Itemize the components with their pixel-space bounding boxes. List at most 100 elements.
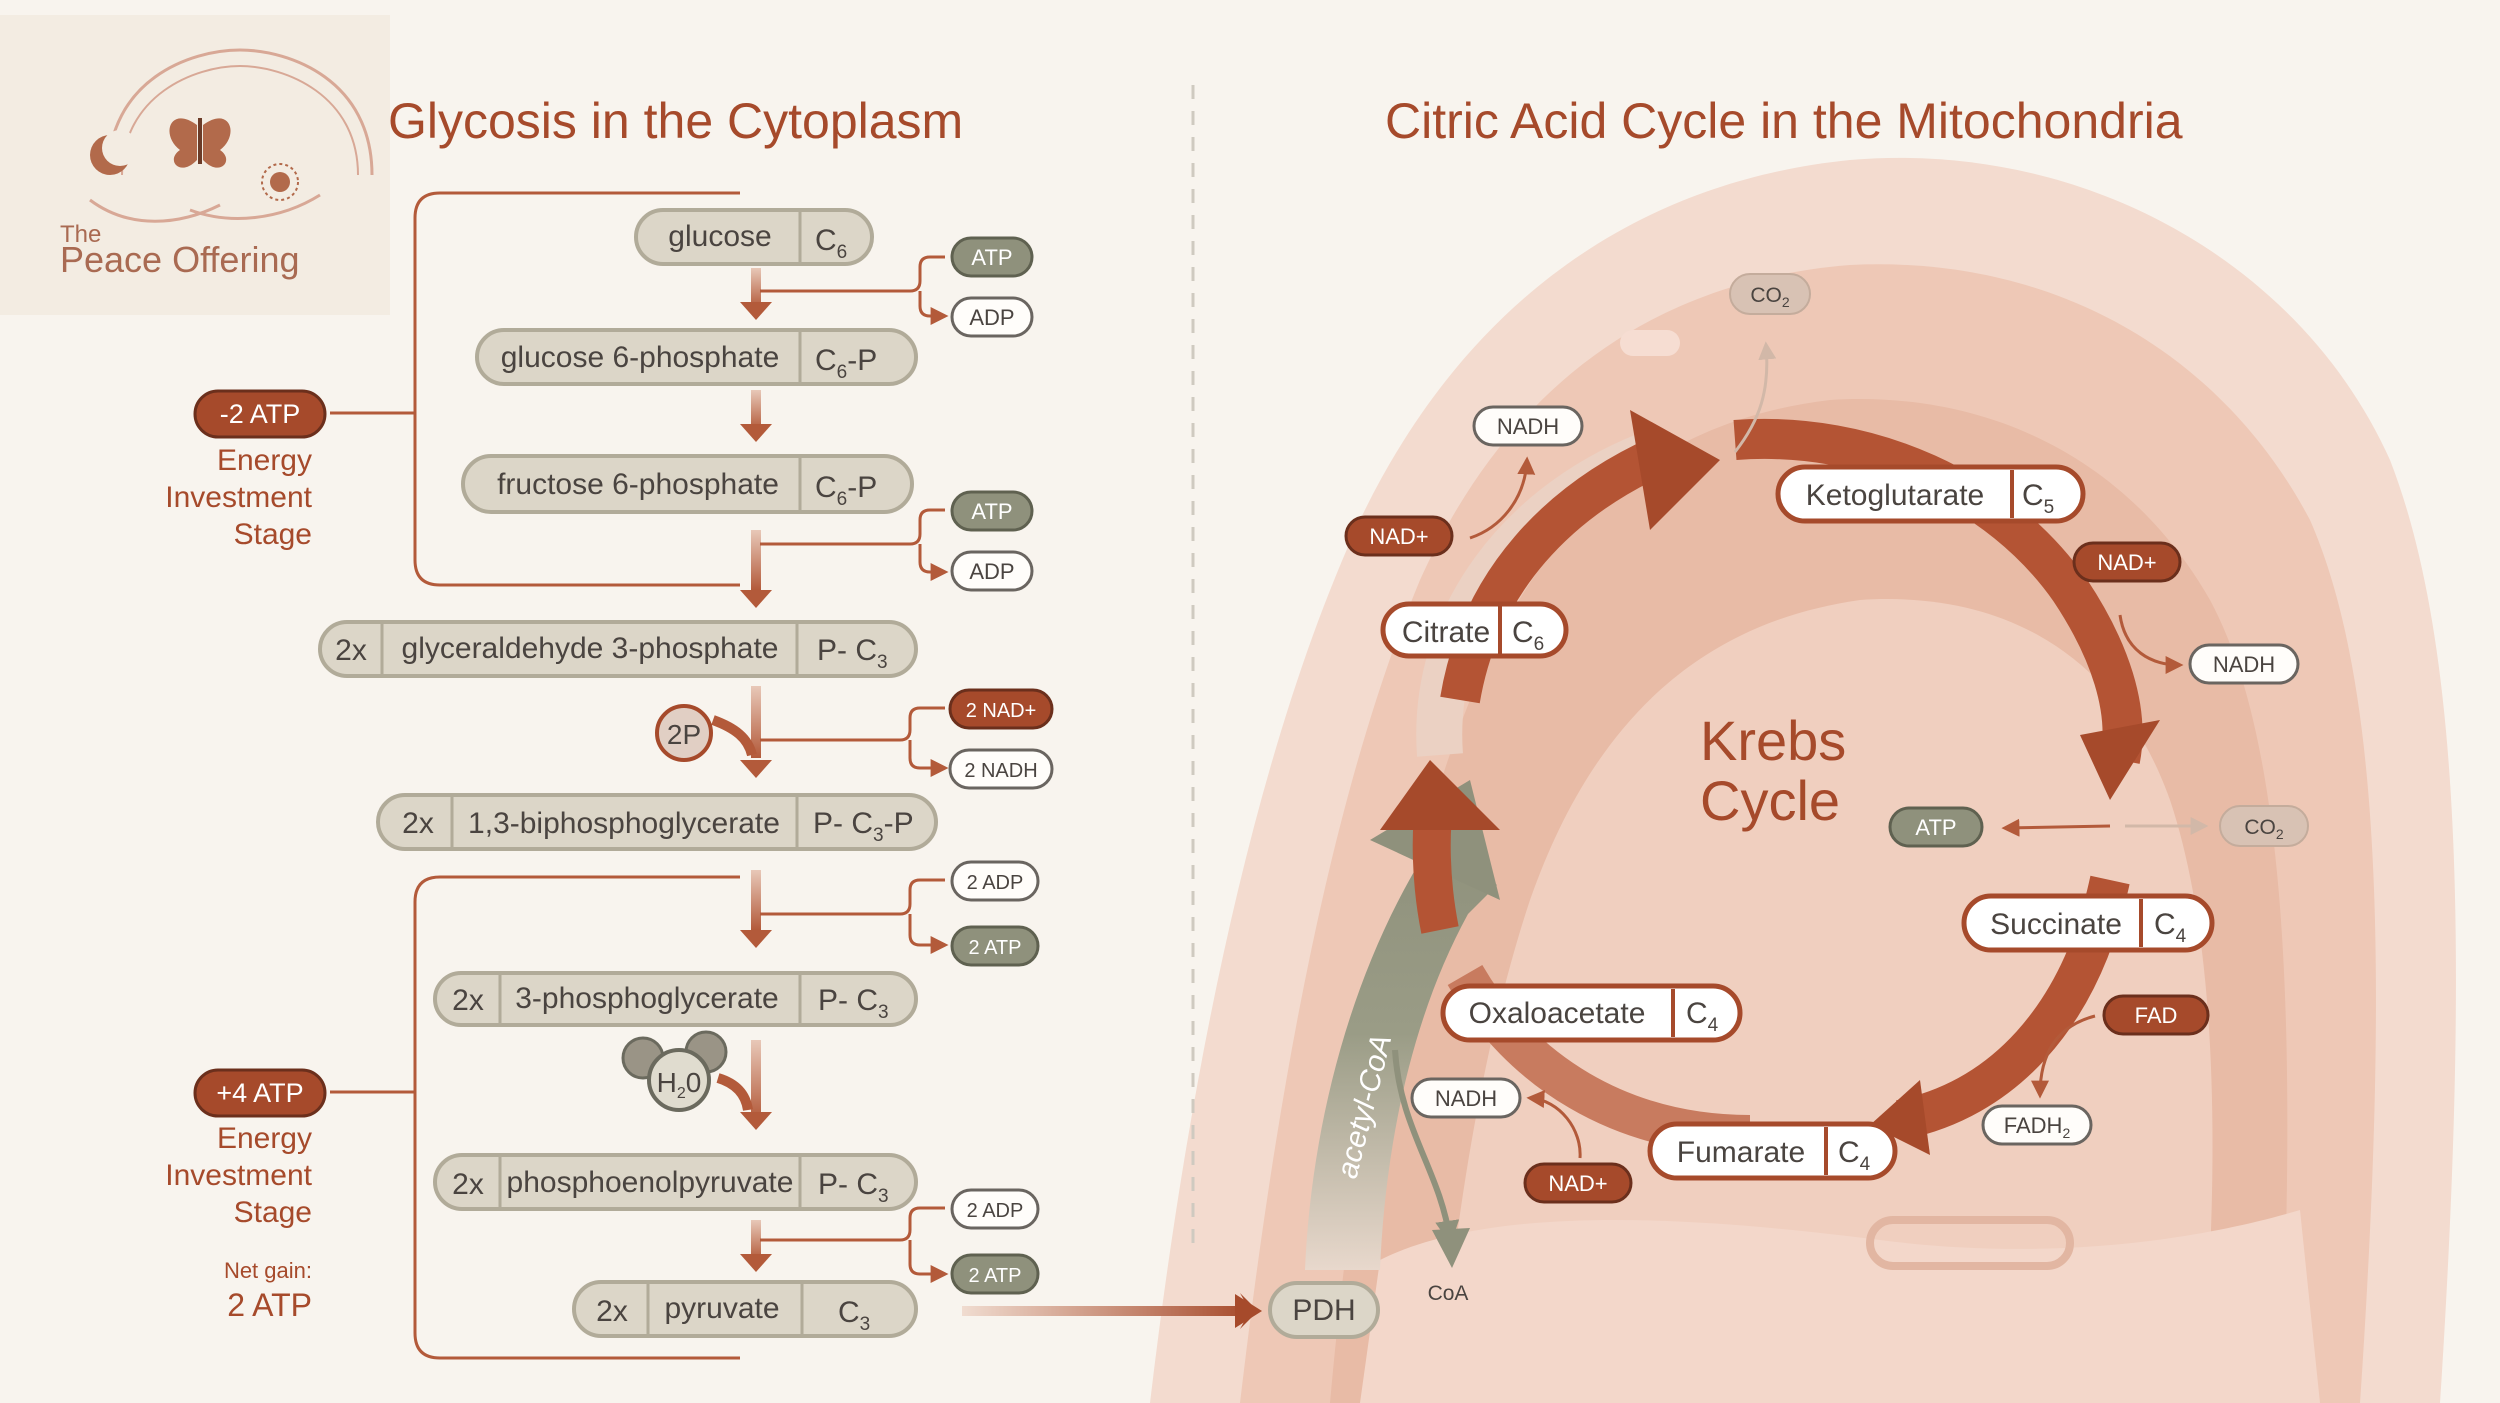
bpg-mult: 2x xyxy=(402,807,434,840)
stage1-badge-text: -2 ATP xyxy=(220,399,301,429)
svg-text:FADH2: FADH2 xyxy=(2004,1113,2071,1141)
coa-branch: CoA xyxy=(1392,1049,1470,1305)
pyruvate-name: pyruvate xyxy=(664,1292,779,1325)
molecule-1-3-biphosphoglycerate: 2x 1,3-biphosphoglycerate P- C3-P xyxy=(376,793,938,851)
tag-nad-plus-top: NAD+ xyxy=(1344,515,1454,557)
hands-outline-icon xyxy=(89,198,221,223)
side-tag-2nadh: 2 NADH xyxy=(948,748,1054,790)
pdh-node: PDH xyxy=(1268,1281,1380,1339)
water-molecule: H20 xyxy=(621,1030,753,1112)
molecule-succinate: Succinate C4 xyxy=(1961,893,2215,953)
fumarate-name: Fumarate xyxy=(1677,1136,1805,1169)
side-tag-adp-2: ADP xyxy=(950,550,1034,592)
tag-fad: FAD xyxy=(2102,994,2210,1036)
pg3-name: 3-phosphoglycerate xyxy=(515,982,779,1015)
svg-text:CO2: CO2 xyxy=(2244,816,2284,842)
coa-label: CoA xyxy=(1428,1282,1469,1305)
side-tag-atp-1: ATP xyxy=(950,236,1034,278)
stage1-line3: Stage xyxy=(234,518,312,551)
molecule-citrate: Citrate C6 xyxy=(1380,601,1569,659)
ketoglutarate-name: Ketoglutarate xyxy=(1806,479,1984,512)
molecule-glucose: glucose C6 xyxy=(634,208,874,266)
ketoglutarate-carbon: C5 xyxy=(2022,479,2054,518)
krebs-branches xyxy=(1469,341,2209,1159)
stage2-label: +4 ATP Energy Investment Stage Net gain:… xyxy=(165,1068,327,1323)
down-arrow-3 xyxy=(740,530,772,608)
tag-nad-plus-bottom: NAD+ xyxy=(1523,1162,1633,1204)
succinate-carbon: C4 xyxy=(2154,908,2187,947)
svg-text:NAD+: NAD+ xyxy=(1369,524,1428,549)
svg-text:2 NADH: 2 NADH xyxy=(964,760,1037,782)
pep-mult: 2x xyxy=(452,1168,484,1201)
svg-text:ATP: ATP xyxy=(971,499,1012,524)
tag-nadh-bottom: NADH xyxy=(1410,1077,1522,1119)
molecule-glucose-6-phosphate: glucose 6-phosphate C6-P xyxy=(475,328,918,386)
molecule-oxaloacetate: Oxaloacetate C4 xyxy=(1440,983,1743,1043)
oxaloacetate-name: Oxaloacetate xyxy=(1469,997,1646,1030)
g3p-mult: 2x xyxy=(335,634,367,667)
tag-nadh-right: NADH xyxy=(2188,643,2300,685)
stage1-badge xyxy=(193,389,327,439)
svg-text:NADH: NADH xyxy=(1497,414,1559,439)
tag-co2-top: CO2 xyxy=(1729,273,1811,315)
glucose-carbon: C6 xyxy=(815,224,847,263)
pep-carbon: P- C3 xyxy=(818,1168,889,1207)
logo-name: Peace Offering xyxy=(60,239,299,280)
f6p-name: fructose 6-phosphate xyxy=(497,468,779,501)
svg-text:CO2: CO2 xyxy=(1750,284,1790,310)
svg-text:2 ATP: 2 ATP xyxy=(969,937,1022,959)
butterfly-icon xyxy=(169,118,231,168)
down-arrow-5 xyxy=(740,870,772,948)
svg-text:ADP: ADP xyxy=(969,559,1014,584)
stage2-line1: Energy xyxy=(217,1122,312,1155)
glycolysis-down-arrows xyxy=(740,268,772,1272)
down-arrow-1 xyxy=(740,268,772,320)
pg3-carbon: P- C3 xyxy=(818,984,889,1023)
stage1-line1: Energy xyxy=(217,444,312,477)
side-tag-adp-1: ADP xyxy=(950,296,1034,338)
tag-nadh-top: NADH xyxy=(1472,405,1584,447)
stage1-line2: Investment xyxy=(165,481,312,514)
side-tag-2adp-1: 2 ADP xyxy=(950,860,1040,902)
pyruvate-mult: 2x xyxy=(596,1295,628,1328)
stage1-label: -2 ATP Energy Investment Stage xyxy=(165,389,327,551)
g6p-carbon: C6-P xyxy=(815,344,877,383)
svg-text:NAD+: NAD+ xyxy=(2097,550,2156,575)
g6p-name: glucose 6-phosphate xyxy=(501,341,780,374)
moon-icon xyxy=(90,130,138,175)
tag-nad-plus-right: NAD+ xyxy=(2072,541,2182,583)
molecule-glyceraldehyde-3-phosphate: 2x glyceraldehyde 3-phosphate P- C3 xyxy=(318,620,918,678)
molecule-pyruvate: 2x pyruvate C3 xyxy=(572,1280,918,1338)
net-gain-value: 2 ATP xyxy=(227,1287,312,1323)
molecule-3-phosphoglycerate: 2x 3-phosphoglycerate P- C3 xyxy=(433,971,918,1027)
side-tag-2adp-2: 2 ADP xyxy=(950,1188,1040,1230)
tag-fadh2: FADH2 xyxy=(1981,1104,2093,1146)
side-tag-2atp-2: 2 ATP xyxy=(950,1253,1040,1295)
svg-text:ATP: ATP xyxy=(1915,815,1956,840)
pep-name: phosphoenolpyruvate xyxy=(507,1166,794,1199)
down-arrow-7 xyxy=(740,1220,772,1272)
tag-atp: ATP xyxy=(1888,806,1984,848)
svg-text:2 ADP: 2 ADP xyxy=(967,1200,1024,1222)
side-tag-atp-2: ATP xyxy=(950,490,1034,532)
pyruvate-carbon: C3 xyxy=(838,1296,870,1335)
phosphate-2p: 2P xyxy=(655,704,757,762)
g3p-carbon: P- C3 xyxy=(817,634,888,673)
svg-text:FAD: FAD xyxy=(2135,1003,2178,1028)
stage2-badge-text: +4 ATP xyxy=(216,1078,303,1108)
glucose-name: glucose xyxy=(668,220,771,253)
stage2-bracket xyxy=(330,875,740,1360)
side-tag-2nad: 2 NAD+ xyxy=(948,688,1054,730)
svg-text:ATP: ATP xyxy=(971,245,1012,270)
logo: The Peace Offering xyxy=(0,15,390,315)
water-label: H20 xyxy=(657,1067,702,1102)
molecule-phosphoenolpyruvate: 2x phosphoenolpyruvate P- C3 xyxy=(433,1153,918,1211)
molecule-fructose-6-phosphate: fructose 6-phosphate C6-P xyxy=(461,454,914,514)
bpg-carbon: P- C3-P xyxy=(813,807,914,846)
svg-text:2 NAD+: 2 NAD+ xyxy=(966,700,1037,722)
oxaloacetate-carbon: C4 xyxy=(1686,997,1719,1036)
down-arrow-2 xyxy=(740,390,772,442)
pyruvate-to-pdh-arrow xyxy=(962,1293,1262,1329)
